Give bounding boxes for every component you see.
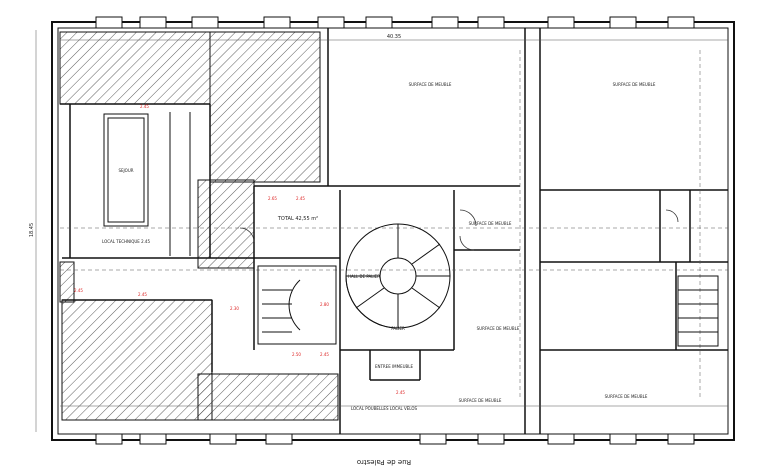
label-center-room: PALIER <box>391 326 405 331</box>
label-left-tall-room: LOCAL TECHNIQUE 2.45 <box>102 239 150 244</box>
window-niches-bottom <box>95 433 695 445</box>
label-entry-lobby: ENTREE IMMEUBLE <box>375 364 414 369</box>
label-right-mid-b: SURFACE DE MEUBLE <box>477 326 520 331</box>
red-mark: 2.45 <box>296 196 305 201</box>
left-room-frame <box>103 112 191 256</box>
area-labels: SURFACE DE MEUBLE SURFACE DE MEUBLE SEJO… <box>102 82 656 411</box>
red-marks: 2.45 2.65 2.45 2.80 2.45 2.30 2.50 2.45 … <box>74 104 405 395</box>
red-mark: 2.65 <box>268 196 277 201</box>
dimension-total-width: 40.35 <box>387 34 401 40</box>
red-mark: 2.50 <box>292 352 301 357</box>
label-bottom-right-b: SURFACE DE MEUBLE <box>605 394 648 399</box>
window-niches-top <box>95 16 695 29</box>
red-mark: 2.80 <box>320 302 329 307</box>
door-swings <box>239 209 679 251</box>
spiral-stair <box>345 223 451 329</box>
dimension-lines <box>35 30 728 432</box>
right-stair <box>677 275 719 347</box>
label-bottom-right-a: SURFACE DE MEUBLE <box>459 398 502 403</box>
dimension-left-height: 18.45 <box>29 223 35 237</box>
label-stair-hall: TOTAL 42,55 m² <box>277 216 318 222</box>
label-bottom-center: LOCAL POUBELLES LOCAL VELOS <box>351 406 418 411</box>
label-left-room: SEJOUR <box>118 168 133 173</box>
label-big-room-top-center: SURFACE DE MEUBLE <box>409 82 452 87</box>
label-right-mid-a: SURFACE DE MEUBLE <box>469 221 512 226</box>
red-mark: 2.30 <box>230 306 239 311</box>
red-mark: 2.45 <box>74 288 83 293</box>
red-mark: 2.45 <box>320 352 329 357</box>
street-label: Rue de Palestro <box>357 458 411 466</box>
interior-walls <box>60 28 728 434</box>
red-mark: 2.45 <box>140 104 149 109</box>
outer-walls <box>51 21 735 441</box>
red-mark: 2.45 <box>138 292 147 297</box>
label-center-hall: HALL DE PALIER <box>348 274 380 279</box>
left-stair <box>257 265 337 345</box>
hatched-zones <box>59 31 339 421</box>
label-big-room-top-right: SURFACE DE MEUBLE <box>613 82 656 87</box>
red-mark: 2.45 <box>396 390 405 395</box>
